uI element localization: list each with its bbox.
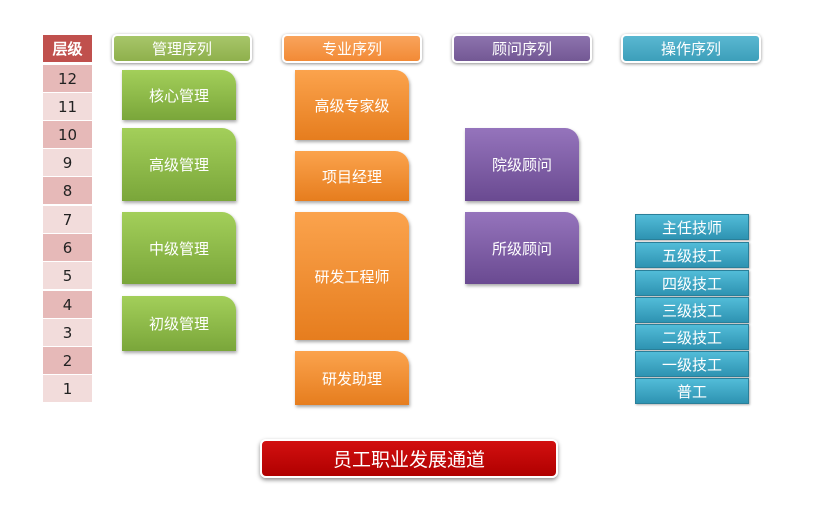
level-cell: 10 [43, 121, 92, 148]
level-cell: 4 [43, 291, 92, 318]
management-role-box: 中级管理 [122, 212, 236, 284]
operation-role-box: 二级技工 [635, 324, 749, 350]
level-cell: 5 [43, 262, 92, 289]
professional-role-box: 研发助理 [295, 351, 409, 405]
level-cell: 1 [43, 375, 92, 402]
level-cell: 2 [43, 347, 92, 374]
management-track-header: 管理序列 [112, 34, 252, 63]
consultant-role-box: 院级顾问 [465, 128, 579, 201]
operation-role-box: 普工 [635, 378, 749, 404]
diagram-title-banner: 员工职业发展通道 [260, 439, 558, 478]
operation-track-header: 操作序列 [621, 34, 761, 63]
management-role-box: 高级管理 [122, 128, 236, 201]
level-header: 层级 [43, 35, 92, 62]
level-cell: 12 [43, 65, 92, 92]
operation-role-box: 三级技工 [635, 297, 749, 323]
operation-role-box: 主任技师 [635, 214, 749, 240]
professional-role-box: 项目经理 [295, 151, 409, 201]
management-role-box: 核心管理 [122, 70, 236, 120]
management-role-box: 初级管理 [122, 296, 236, 351]
level-cell: 6 [43, 234, 92, 261]
operation-role-box: 五级技工 [635, 242, 749, 268]
operation-role-box: 四级技工 [635, 270, 749, 296]
professional-track-header: 专业序列 [282, 34, 422, 63]
consultant-track-header: 顾问序列 [452, 34, 592, 63]
consultant-role-box: 所级顾问 [465, 212, 579, 284]
professional-role-box: 研发工程师 [295, 212, 409, 340]
level-cell: 11 [43, 93, 92, 120]
level-cell: 3 [43, 319, 92, 346]
level-cell: 7 [43, 206, 92, 233]
level-cell: 9 [43, 149, 92, 176]
professional-role-box: 高级专家级 [295, 70, 409, 140]
operation-role-box: 一级技工 [635, 351, 749, 377]
level-cell: 8 [43, 177, 92, 204]
